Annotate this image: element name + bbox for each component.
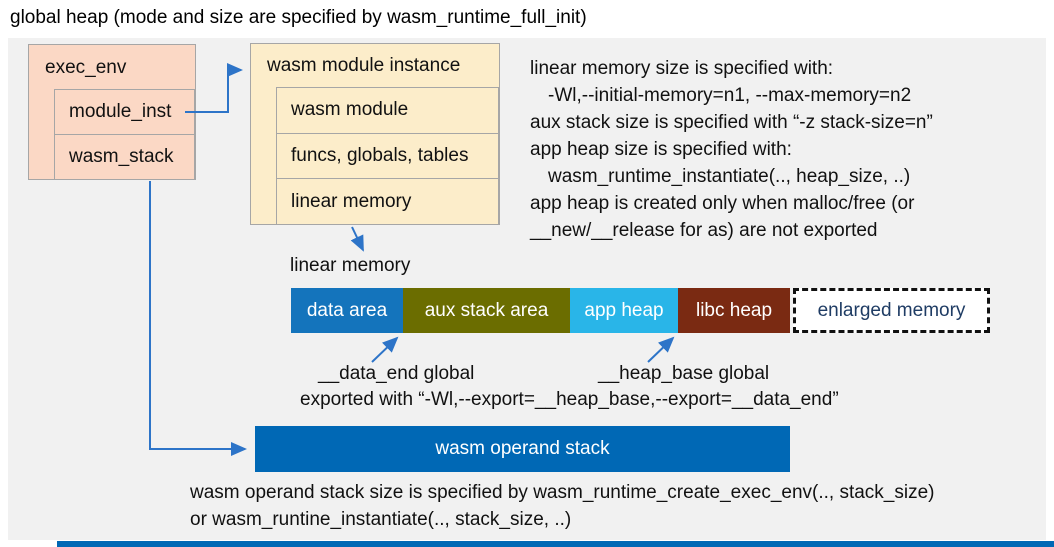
operand-stack-notes: wasm operand stack size is specified by … <box>190 479 935 533</box>
heap-base-global-label: __heap_base global <box>598 363 770 384</box>
module-instance-box: wasm module instance wasm module funcs, … <box>250 43 500 226</box>
module-instance-field-linear-memory: linear memory <box>276 178 499 226</box>
segment-app-heap: app heap <box>570 288 678 333</box>
segment-libc-heap: libc heap <box>678 288 790 333</box>
data-end-global-label: __data_end global <box>318 363 475 384</box>
note-line: __new/__release for as) are not exported <box>530 220 878 241</box>
linear-memory-bar: data area aux stack area app heap libc h… <box>291 288 790 333</box>
module-instance-header: wasm module instance <box>267 55 461 76</box>
segment-data-area: data area <box>291 288 403 333</box>
note-line: -Wl,--initial-memory=n1, --max-memory=n2 <box>548 85 912 106</box>
page-title: global heap (mode and size are specified… <box>10 7 587 28</box>
exec-env-field-module-inst: module_inst <box>54 89 195 135</box>
exported-with-label: exported with “-Wl,--export=__heap_base,… <box>300 389 839 410</box>
memory-size-notes: linear memory size is specified with: -W… <box>530 55 1042 244</box>
footer-line: or wasm_runtine_instantiate(.., stack_si… <box>190 509 572 530</box>
exec-env-header: exec_env <box>45 56 127 78</box>
note-line: app heap is created only when malloc/fre… <box>530 193 915 214</box>
footer-line: wasm operand stack size is specified by … <box>190 482 935 503</box>
note-line: linear memory size is specified with: <box>530 58 834 79</box>
segment-aux-stack-area: aux stack area <box>403 288 570 333</box>
note-line: wasm_runtime_instantiate(.., heap_size, … <box>548 166 911 187</box>
segment-enlarged-memory: enlarged memory <box>793 288 990 333</box>
exec-env-box: exec_env module_inst wasm_stack <box>28 44 196 180</box>
linear-memory-label: linear memory <box>290 255 411 276</box>
module-instance-field-wasm-module: wasm module <box>276 87 499 134</box>
note-line: aux stack size is specified with “-z sta… <box>530 112 933 133</box>
slide-accent-strip <box>57 541 1054 547</box>
exec-env-field-wasm-stack: wasm_stack <box>54 134 195 180</box>
note-line: app heap size is specified with: <box>530 139 792 160</box>
module-instance-field-funcs-globals-tables: funcs, globals, tables <box>276 132 499 180</box>
wasm-operand-stack-bar: wasm operand stack <box>255 426 790 472</box>
